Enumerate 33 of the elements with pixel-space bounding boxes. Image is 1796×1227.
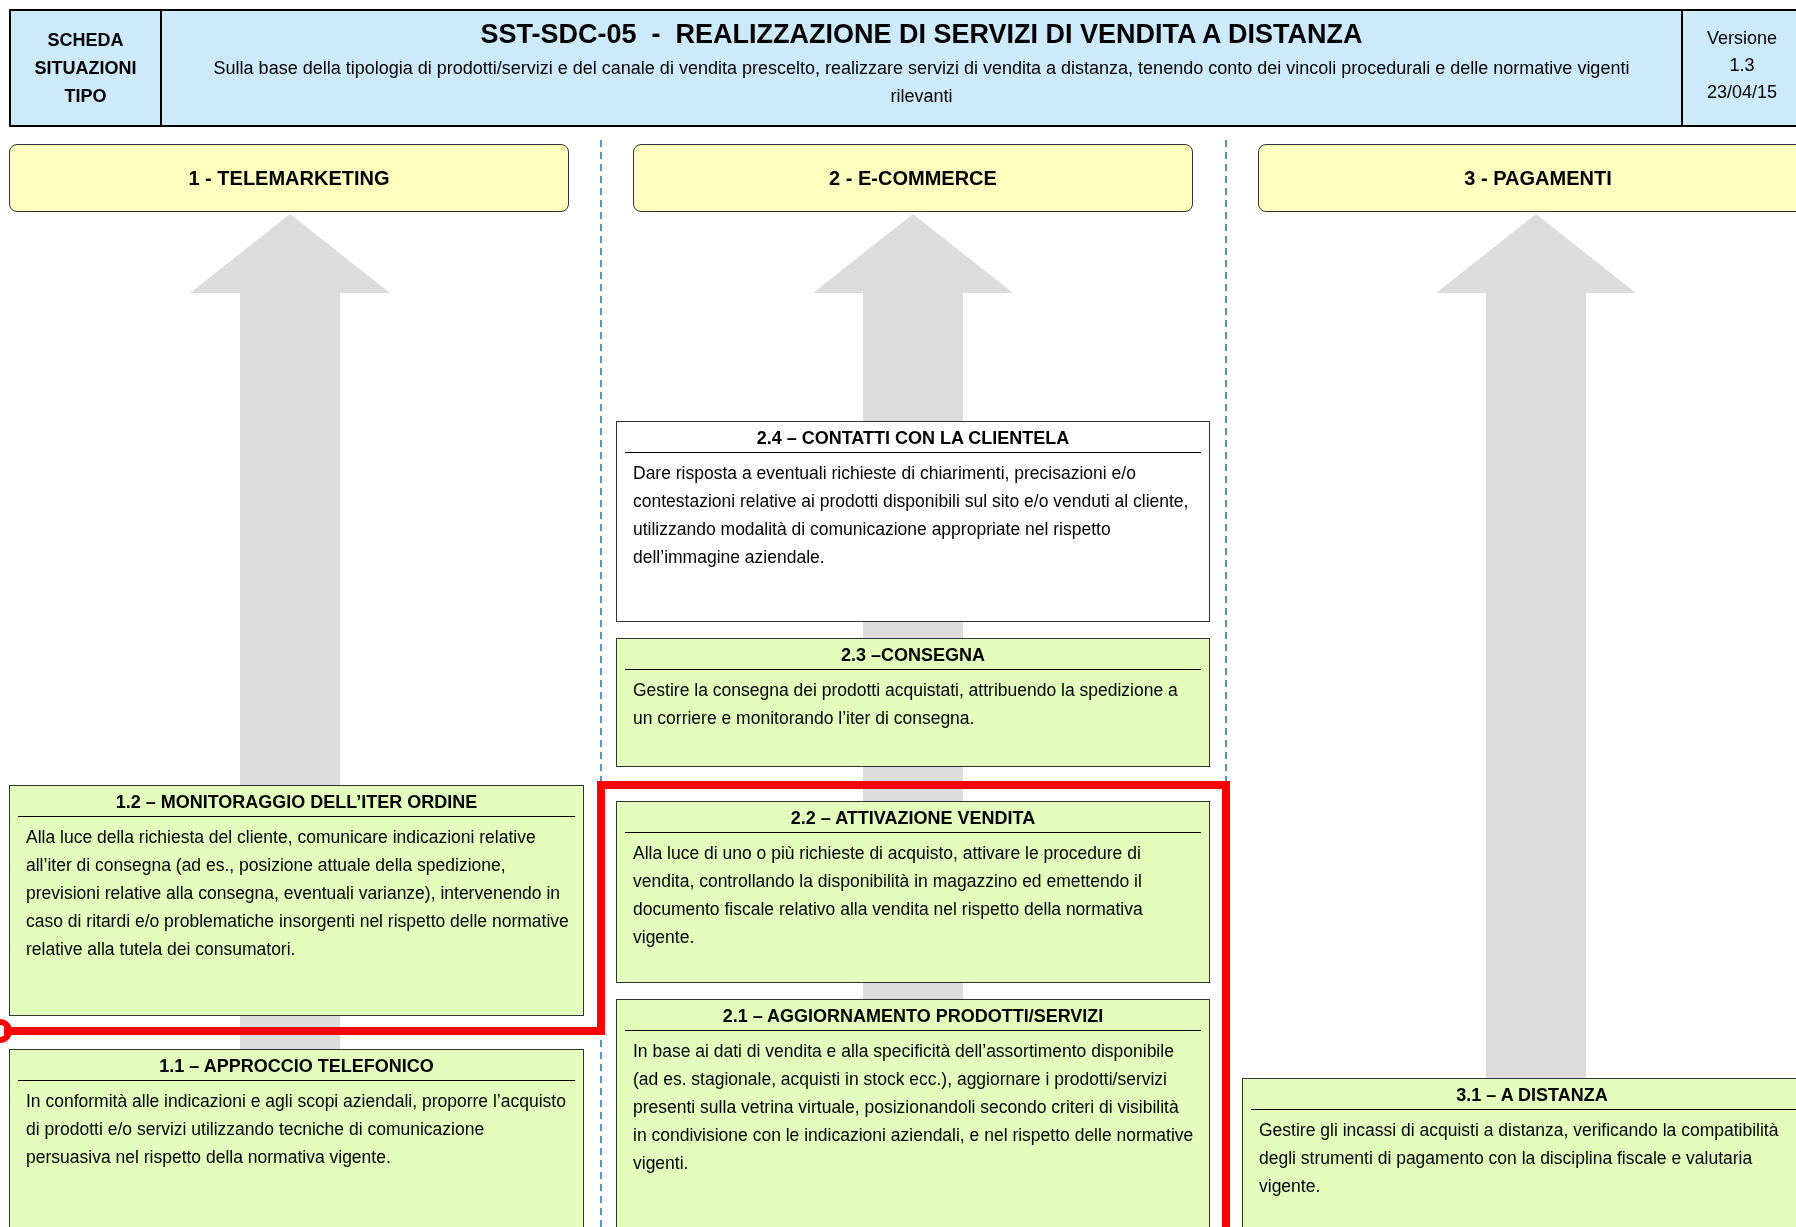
header-label: SCHEDA SITUAZIONI TIPO xyxy=(33,29,138,108)
box-text: In base ai dati di vendita e alla specificità dell’assortimento disponibile (ad es. stagionale, acquisti in stock ecc.), aggiornare i prodotti/servizi presenti sulla vetrina virtuale, posizionandoli secondo criteri di visibilità in condivisione con le indicazioni aziendali, e nel rispetto delle normative vigenti. xyxy=(632,1040,1195,1175)
box-heading: 2.3 –CONSEGNA xyxy=(625,645,1201,670)
column-header xyxy=(633,144,1193,212)
box-heading: 2.2 – ATTIVAZIONE VENDITA xyxy=(625,808,1201,833)
box-heading: 1.2 – MONITORAGGIO DELL’ITER ORDINE xyxy=(18,792,575,817)
activity-box xyxy=(9,785,584,1016)
activity-box xyxy=(9,1049,584,1227)
box-text: Alla luce di uno o più richieste di acquisto, attivare le procedure di vendita, controllando la disponibilità in magazzino ed emettendo il documento fiscale relativo alla vendita nel rispetto della normativa vigente. xyxy=(632,842,1144,949)
box-text: Dare risposta a eventuali richieste di chiarimenti, precisazioni e/o contestazioni relative ai prodotti disponibili sul sito e/o venduti al cliente, utilizzando modalità di comunicazione appropriate nel rispetto dell’immagine aziendale. xyxy=(632,462,1190,569)
subtitle: Sulla base della tipologia di prodotti/servizi e del canale di vendita prescelto, realizzare servizi di vendita a distanza, tenendo conto dei vincoli procedurali e delle normative vigenti rilevanti xyxy=(212,57,1631,108)
box-text: In conformità alle indicazioni e agli scopi aziendali, proporre l’acquisto di prodotti e/o servizi utilizzando tecniche di comunicazione persuasiva nel rispetto della normativa vigente. xyxy=(25,1090,567,1169)
version-label: Versione xyxy=(1705,27,1779,50)
column-header xyxy=(1258,144,1796,212)
box-heading: 2.4 – CONTATTI CON LA CLIENTELA xyxy=(625,428,1201,453)
column-title: 2 - E-COMMERCE xyxy=(829,166,997,190)
activity-box xyxy=(1242,1078,1796,1227)
version-label: 1.3 xyxy=(1728,54,1756,77)
box-heading: 2.1 – AGGIORNAMENTO PRODOTTI/SERVIZI xyxy=(625,1006,1201,1031)
activity-box xyxy=(616,421,1210,622)
column-title: 3 - PAGAMENTI xyxy=(1464,166,1612,190)
activity-box xyxy=(616,638,1210,767)
title: SST-SDC-05 - REALIZZAZIONE DI SERVIZI DI VENDITA A DISTANZA xyxy=(479,19,1364,50)
activity-box xyxy=(616,801,1210,983)
box-heading: 1.1 – APPROCCIO TELEFONICO xyxy=(18,1056,575,1081)
box-text: Gestire gli incassi di acquisti a distanza, verificando la compatibilità degli strumenti di pagamento con la disciplina fiscale e valutaria vigente. xyxy=(1258,1119,1780,1198)
box-heading: 3.1 – A DISTANZA xyxy=(1251,1085,1796,1110)
column-header xyxy=(9,144,569,212)
box-text: Alla luce della richiesta del cliente, comunicare indicazioni relative all’iter di consegna (ad es., posizione attuale della spedizione, previsioni relative alla consegna, eventuali varianze), intervenendo in caso di ritardi e/o problematiche insorgenti nel rispetto delle normative relative alla tutela dei consumatori. xyxy=(25,826,570,961)
version-label: 23/04/15 xyxy=(1705,81,1779,104)
column-title: 1 - TELEMARKETING xyxy=(188,166,390,190)
box-text: Gestire la consegna dei prodotti acquistati, attribuendo la spedizione a un corriere e monitorando l’iter di consegna. xyxy=(632,679,1179,730)
activity-box xyxy=(616,999,1210,1227)
